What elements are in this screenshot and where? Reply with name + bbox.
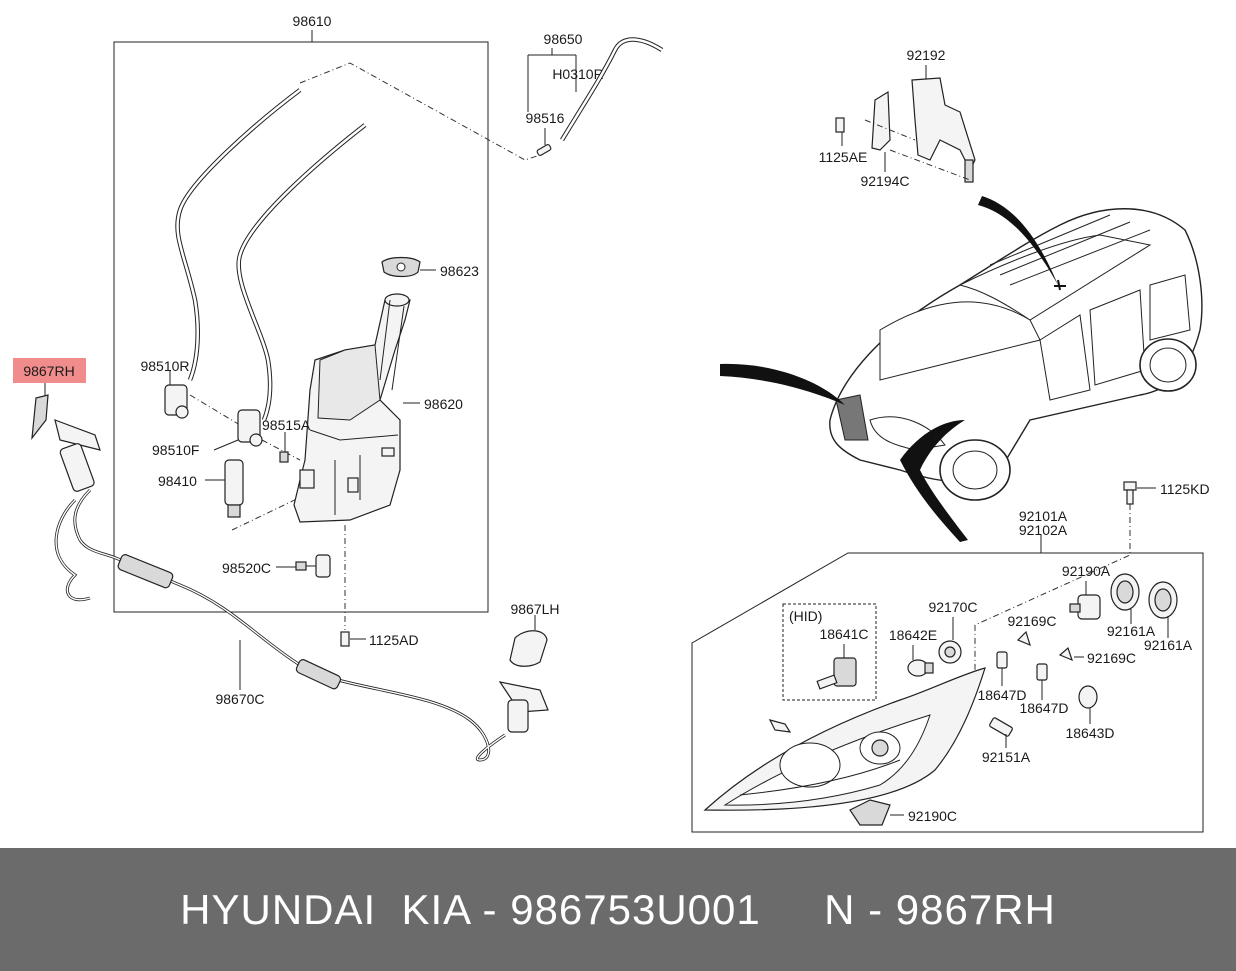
label-9867RH[interactable]: 9867RH [23,363,74,379]
pointer-to-headlamp [900,420,968,542]
label-98510F[interactable]: 98510F [152,442,199,458]
hose-connector-98516 [536,144,552,156]
part-level-sensor-98520C [315,554,331,578]
label-1125AE[interactable]: 1125AE [819,149,868,165]
label-18643D[interactable]: 18643D [1065,725,1114,741]
pointer-to-sensor [978,196,1058,285]
part-washer-reservoir [293,293,411,523]
part-clip-92169C-a [1016,630,1031,647]
label-18641C[interactable]: 18641C [819,626,868,642]
label-92102A[interactable]: 92102A [1019,522,1068,538]
label-98515A[interactable]: 98515A [262,417,311,433]
label-92194C[interactable]: 92194C [860,173,909,189]
part-connector-92151A [989,717,1013,737]
hid-option-box [782,603,877,701]
hose-rear-washer [175,88,302,381]
ref-line-nozzle-hose [299,62,541,161]
label-92161A-1[interactable]: 92161A [1107,623,1156,639]
label-98510R[interactable]: 98510R [140,358,189,374]
part-bolt-1125KD [1123,481,1137,491]
label-18642E[interactable]: 18642E [889,627,937,643]
leader-98650 [527,48,577,112]
label-92169C-1[interactable]: 92169C [1007,613,1056,629]
reservoir-group-frame [113,41,489,613]
part-nozzle-cap-9867RH [31,394,49,441]
ref-line-pump-rear [189,394,241,426]
ref-line-motor [231,494,306,531]
headlamp-group-frame [691,552,1204,833]
hose-sleeve-1 [117,554,174,589]
part-nozzle-cap-9867LH [509,630,548,667]
part-cover-92190C [849,799,891,826]
part-grommet-98515A [279,451,289,463]
label-98650[interactable]: 98650 [544,31,583,47]
footer-part-number-text: HYUNDAI KIA - 986753U001 N - 9867RH [180,885,1056,933]
label-18647D-2[interactable]: 18647D [1019,700,1068,716]
label-92190C[interactable]: 92190C [908,808,957,824]
exploded-parts-diagram: 98610 98650 H0310R 98516 98623 98620 985… [13,13,1210,833]
part-sensor-bracket-92194C [871,90,891,151]
label-92192[interactable]: 92192 [907,47,946,63]
part-number-footer: HYUNDAI KIA - 986753U001 N - 9867RH [0,848,1236,971]
part-bulb-18643D [1078,685,1098,709]
label-92151A[interactable]: 92151A [982,749,1031,765]
label-hid[interactable]: (HID) [789,608,822,624]
hose-assy-98670C [119,558,506,762]
label-1125KD[interactable]: 1125KD [1160,481,1210,497]
label-98620[interactable]: 98620 [424,396,463,412]
vehicle-illustration [829,208,1203,501]
part-leveling-sensor-92192 [911,77,976,172]
highlight-9867RH [13,358,86,383]
part-headlamp-assy [703,667,986,811]
label-92169C-2[interactable]: 92169C [1087,650,1136,666]
label-92190A[interactable]: 92190A [1062,563,1111,579]
label-98623[interactable]: 98623 [440,263,479,279]
part-bulb-18647D-a [996,651,1008,669]
part-hid-bulb-18641C [833,657,857,687]
label-92101A[interactable]: 92101A [1019,508,1068,524]
label-9867LH[interactable]: 9867LH [510,601,559,617]
label-98610[interactable]: 98610 [293,13,332,29]
pointer-to-washer [720,363,845,405]
label-98516[interactable]: 98516 [526,110,565,126]
part-nozzle-bracket-rh [54,419,101,451]
part-bolt-1125AD [340,631,350,647]
label-98520C[interactable]: 98520C [222,560,271,576]
label-1125AD[interactable]: 1125AD [369,632,419,648]
hose-sleeve-2 [295,659,342,690]
label-92170C[interactable]: 92170C [928,599,977,615]
part-nozzle-actuator-rh [59,443,95,492]
part-nozzle-actuator-lh [507,699,529,733]
part-leveling-motor-92190A [1077,594,1101,620]
label-H0310R[interactable]: H0310R [552,66,603,82]
part-washer-motor-98410 [224,459,244,506]
ref-line-pump-front [261,439,301,461]
part-bulb-18647D-b [1036,663,1048,681]
label-98670C[interactable]: 98670C [215,691,264,707]
part-bolt-1125AE [835,117,845,133]
part-clip-92169C-b [1058,646,1073,662]
label-98410[interactable]: 98410 [158,473,197,489]
label-92161A-2[interactable]: 92161A [1144,637,1193,653]
label-18647D-1[interactable]: 18647D [977,687,1026,703]
